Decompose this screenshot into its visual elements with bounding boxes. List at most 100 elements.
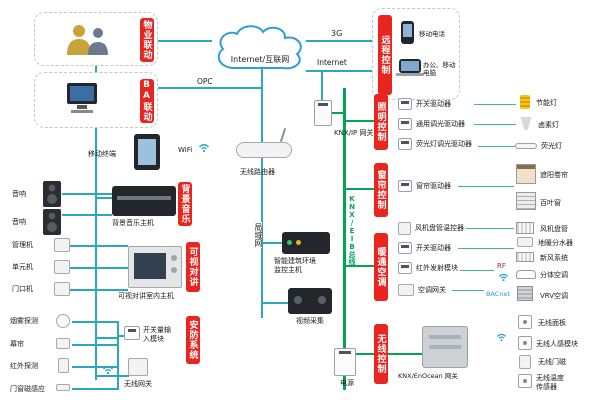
connector-line <box>72 366 118 368</box>
ir-transmitter-icon <box>398 262 412 274</box>
connector-line <box>332 112 344 114</box>
power-supply-label: 电源 <box>340 379 354 387</box>
ac-gateway-icon <box>398 284 414 296</box>
connector-line <box>117 335 125 337</box>
connector-line <box>72 388 118 390</box>
enocean-gateway-icon <box>422 326 468 368</box>
roller-shade-icon <box>516 164 536 184</box>
hvac-load-label: 风机盘管 <box>540 225 568 233</box>
enocean-gateway-label: KNX/EnOcean 网关 <box>398 372 458 380</box>
wifi-signal-icon <box>102 362 114 374</box>
connector-line <box>117 321 119 390</box>
hvac-module-label: 风机盘管温控器 <box>415 224 464 232</box>
hvac-module-label: 空调网关 <box>418 286 446 294</box>
remote-control-box: 远程控制 移动电话 办公、移动电脑 <box>372 8 460 100</box>
wireless-gateway-icon <box>128 358 148 376</box>
lighting-module-label: 通用调光驱动器 <box>416 120 465 128</box>
split-ac-icon <box>516 270 536 279</box>
hvac-switch-actuator-icon <box>398 242 412 254</box>
connector-line-opc <box>158 87 262 89</box>
wireless-load-label: 无线面板 <box>538 319 566 327</box>
speaker-icon <box>42 208 62 236</box>
load-link-line <box>478 146 516 147</box>
connector-line <box>70 267 128 269</box>
intercom-label: 可视对讲 <box>186 242 200 292</box>
connector-line-internet <box>306 70 372 72</box>
hvac-label: 暖通空调 <box>374 233 388 301</box>
ba-linkage-label: BA联动 <box>140 79 154 123</box>
connector-line <box>70 245 128 247</box>
video-capture-icon <box>288 288 332 314</box>
sensor-label: 门窗磁感应 <box>10 385 45 393</box>
fresh-air-system-icon <box>516 252 534 262</box>
knx-ip-gateway-label: KNX/IP 网关 <box>334 129 374 137</box>
floor-heating-manifold-icon <box>517 237 533 247</box>
switch-actuator-icon <box>398 98 412 110</box>
connector-line <box>158 40 212 42</box>
connector-line <box>261 302 288 304</box>
video-capture-label: 视频采集 <box>296 317 324 325</box>
wireless-panel-icon <box>518 315 532 329</box>
load-link-line <box>474 124 516 125</box>
curtain-control-label: 窗帘控制 <box>374 163 388 217</box>
dimmer-actuator-icon <box>398 118 412 130</box>
wifi-signal-icon <box>498 270 509 281</box>
internet-cloud: Internet/互联网 <box>210 22 310 77</box>
lighting-module-label: 荧光灯调光驱动器 <box>416 140 472 148</box>
mobile-phone-icon <box>401 21 414 44</box>
connector-line <box>72 321 118 323</box>
wifi-signal-icon <box>496 330 507 341</box>
bgm-host-label: 背景音乐主机 <box>112 219 154 227</box>
manager-unit-icon <box>54 238 70 252</box>
env-host-label: 智能建筑环境监控主机 <box>274 257 316 274</box>
wireless-router-label: 无线路由器 <box>240 168 275 176</box>
wireless-load-label: 无线门磁 <box>538 358 566 366</box>
bgm-host-icon <box>112 186 176 216</box>
knx-ip-gateway-icon <box>314 100 332 126</box>
intercom-host-icon <box>128 246 182 288</box>
wireless-control-label: 无线控制 <box>374 324 388 384</box>
vrv-outdoor-unit-icon <box>517 286 533 301</box>
wireless-gateway-label: 无线网关 <box>124 380 152 388</box>
ba-linkage-box: BA联动 <box>34 72 158 128</box>
lighting-control-label: 照明控制 <box>374 94 388 150</box>
hvac-module-label: 开关驱动器 <box>416 244 451 252</box>
connector-line <box>95 375 129 377</box>
fan-coil-icon <box>516 222 534 234</box>
wifi-signal-icon <box>198 140 210 152</box>
connector-line <box>261 242 282 244</box>
connector-line <box>62 193 112 195</box>
io-module-icon <box>124 326 140 340</box>
rf-label: RF <box>497 262 506 270</box>
bgm-label: 背景音乐 <box>178 182 192 226</box>
intercom-item-label: 单元机 <box>12 263 33 271</box>
connector-line <box>345 265 374 267</box>
connector-line <box>321 70 323 100</box>
connector-line <box>95 337 119 339</box>
env-host-icon <box>282 232 330 254</box>
curtain-actuator-icon <box>398 180 412 192</box>
halogen-lamp-icon <box>520 117 532 130</box>
link-opc-label: OPC <box>197 77 213 86</box>
property-linkage-box: 物业联动 <box>34 12 158 66</box>
intercom-item-label: 管理机 <box>12 241 33 249</box>
hvac-load-label: VRV空调 <box>540 292 569 300</box>
internet-cloud-label: Internet/互联网 <box>230 55 290 64</box>
mobile-terminal-label: 移动终端 <box>88 150 116 158</box>
load-link-line <box>458 248 514 249</box>
wireless-load-label: 无线人感模块 <box>536 340 578 348</box>
speaker-label: 音响 <box>12 218 26 226</box>
sensor-label: 烟雾探测 <box>10 317 38 325</box>
lighting-module-label: 开关驱动器 <box>416 100 451 108</box>
curtain-load-label: 百叶窗 <box>540 199 561 207</box>
mobile-phone-label: 移动电话 <box>419 30 445 38</box>
wireless-occupancy-icon <box>518 336 532 350</box>
lan-label: 局域网 <box>254 222 263 248</box>
load-link-line <box>474 104 516 105</box>
fluorescent-dimmer-icon <box>398 138 412 150</box>
lighting-load-label: 荧光灯 <box>541 142 562 150</box>
intercom-host-label: 可视对讲室内主机 <box>118 292 174 300</box>
lighting-load-label: 节能灯 <box>536 99 557 107</box>
wireless-router-icon <box>236 142 292 158</box>
